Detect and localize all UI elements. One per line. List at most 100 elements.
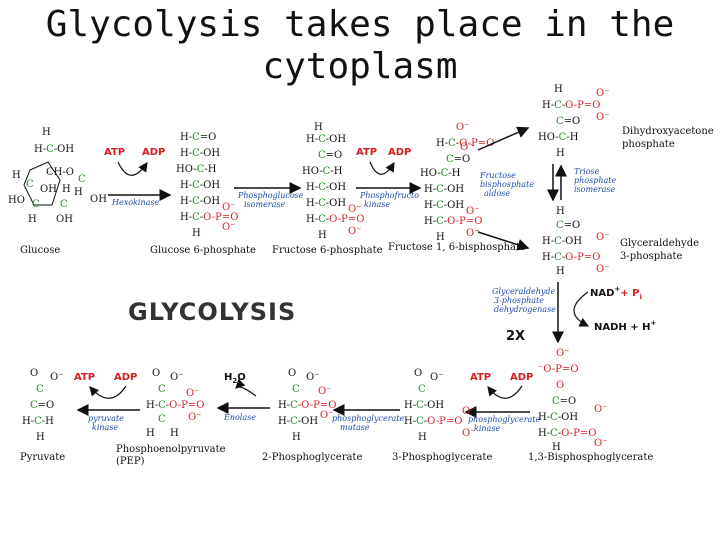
step-aldolase: Fructose bisphosphate aldose [477,126,534,251]
svg-text:O⁻: O⁻ [596,88,609,99]
adp-3: ADP [510,372,533,383]
enzyme-pgk-1: phosphoglycerate [468,415,541,424]
svg-text:H-C-OH: H-C-OH [538,412,578,423]
svg-text:O⁻: O⁻ [170,372,183,383]
svg-text:C: C [36,384,44,395]
enzyme-tpi-3: isomerase [574,185,616,194]
svg-text:H-C-O-P=O: H-C-O-P=O [542,252,600,263]
enzyme-pgi-1: Phosphoglucose [237,191,304,200]
nadh-charge: + [651,319,657,327]
svg-text:O⁻: O⁻ [594,404,607,415]
f16bp-structure: O⁻ H-C-O-P=O C=O O⁻ HO-C-H H-C-OH H-C-OH… [420,122,494,243]
svg-text:H-C-OH: H-C-OH [424,184,464,195]
svg-text:H-C-OH: H-C-OH [404,400,444,411]
svg-text:H: H [292,432,301,443]
phosphate-pi: + P [620,288,639,299]
label-f16bp: Fructose 1, 6-bisphosphate [388,242,526,253]
step-pk: ATP ADP pyruvate kinase [74,372,140,432]
label-pep-2: (PEP) [116,456,145,467]
svg-text:O⁻: O⁻ [186,388,199,399]
svg-text:O⁻: O⁻ [348,204,361,215]
step-pgm: phosphoglycerate mutase [332,404,405,432]
svg-text:NADH + H+: NADH + H+ [594,319,657,333]
step-hexokinase: ATP ADP Hexokinase [104,147,172,207]
svg-text:O: O [30,368,38,379]
svg-text:C=O: C=O [318,150,342,161]
step-enolase: H2O Enolase [216,372,270,422]
label-pg3: 3-Phosphoglycerate [392,452,492,463]
svg-text:HO-C-H: HO-C-H [538,132,579,143]
g6p-structure: H-C=O H-C-OH HO-C-H H-C-OH H-C-OH H-C-O-… [176,132,238,239]
svg-text:H-C-OH: H-C-OH [34,144,74,155]
svg-text:H-C-O-P=O: H-C-O-P=O [436,138,494,149]
step-gapdh: Glyceraldehyde 3-phosphate dehydrogenase… [492,282,657,344]
svg-text:C: C [418,384,426,395]
adp-2: ADP [388,147,411,158]
svg-text:H-C-OH: H-C-OH [180,148,220,159]
svg-text:O: O [414,368,422,379]
nad: NAD [590,288,614,299]
svg-text:HO-C-H: HO-C-H [302,166,343,177]
label-bpg13: 1,3-Bisphosphoglycerate [528,452,653,463]
svg-text:O⁻: O⁻ [596,264,609,275]
svg-text:O⁻: O⁻ [596,112,609,123]
svg-text:H-C-OH: H-C-OH [278,416,318,427]
svg-text:H: H [28,214,37,225]
svg-text:C: C [292,384,300,395]
label-dhap-1: Dihydroxyacetone [622,126,714,137]
svg-text:H2O: H2O [224,372,246,385]
svg-text:H-C-O-P=O: H-C-O-P=O [146,400,204,411]
label-glucose: Glucose [20,245,60,256]
atp-2: ATP [356,147,377,158]
svg-text:C=O: C=O [556,116,580,127]
enzyme-aldolase-1: Fructose [479,171,516,180]
atp-4: ATP [74,372,95,383]
nad-charge: + [614,285,620,293]
pep-structure: O O⁻ C H-C-O-P=O C H H O⁻ O⁻ [146,368,204,439]
water-h: H [224,372,232,383]
svg-text:OH: OH [56,214,73,225]
label-g3p-1: Glyceraldehyde [620,238,699,249]
step-tpi: Triose phosphate isomerase [547,164,616,202]
svg-text:O⁻: O⁻ [462,406,475,417]
svg-text:H: H [436,232,445,243]
multiplier-2x: 2X [506,329,525,344]
svg-text:CH-O: CH-O [46,167,74,178]
svg-text:O⁻: O⁻ [596,232,609,243]
label-dhap-2: phosphate [622,139,675,150]
svg-text:O⁻: O⁻ [222,202,235,213]
svg-text:C: C [32,199,40,210]
svg-text:O⁻: O⁻ [318,386,331,397]
pg3-structure: O O⁻ C H-C-OH H-C-O-P=O H O⁻ O⁻ [404,368,475,443]
svg-text:O⁻: O⁻ [222,222,235,233]
svg-text:O⁻: O⁻ [466,206,479,217]
enzyme-gapdh-1: Glyceraldehyde [492,287,555,296]
enzyme-aldolase-3: aldose [484,189,510,198]
svg-text:H-C-OH: H-C-OH [306,182,346,193]
atp-1: ATP [104,147,125,158]
svg-text:H: H [12,170,21,181]
svg-text:O⁻: O⁻ [306,372,319,383]
enzyme-tpi-2: phosphate [574,176,616,185]
svg-text:O⁻: O⁻ [188,412,201,423]
svg-text:H-C-OH: H-C-OH [180,180,220,191]
svg-text:C: C [158,384,166,395]
enzyme-enolase: Enolase [223,413,256,422]
svg-text:C=O: C=O [552,396,576,407]
svg-text:H: H [146,428,155,439]
label-f6p: Fructose 6-phosphate [272,245,383,256]
label-g3p-2: 3-phosphate [620,251,683,262]
svg-text:O⁻: O⁻ [594,438,607,449]
enzyme-pgm-1: phosphoglycerate [332,414,405,423]
water-2: 2 [232,377,237,385]
svg-text:H-C-O-P=O: H-C-O-P=O [538,428,596,439]
svg-text:H: H [556,206,565,217]
svg-text:NAD++ Pi: NAD++ Pi [590,285,642,301]
step-pgi: Phosphoglucose isomerase [234,182,304,209]
glucose-structure: H H-C-OH CH-O H C OH H C OH HO C C H H O… [8,127,107,225]
svg-text:H-C-O-P=O: H-C-O-P=O [306,214,364,225]
title-line-1: Glycolysis takes place in the [45,4,675,45]
svg-text:H: H [314,122,323,133]
svg-text:O: O [288,368,296,379]
